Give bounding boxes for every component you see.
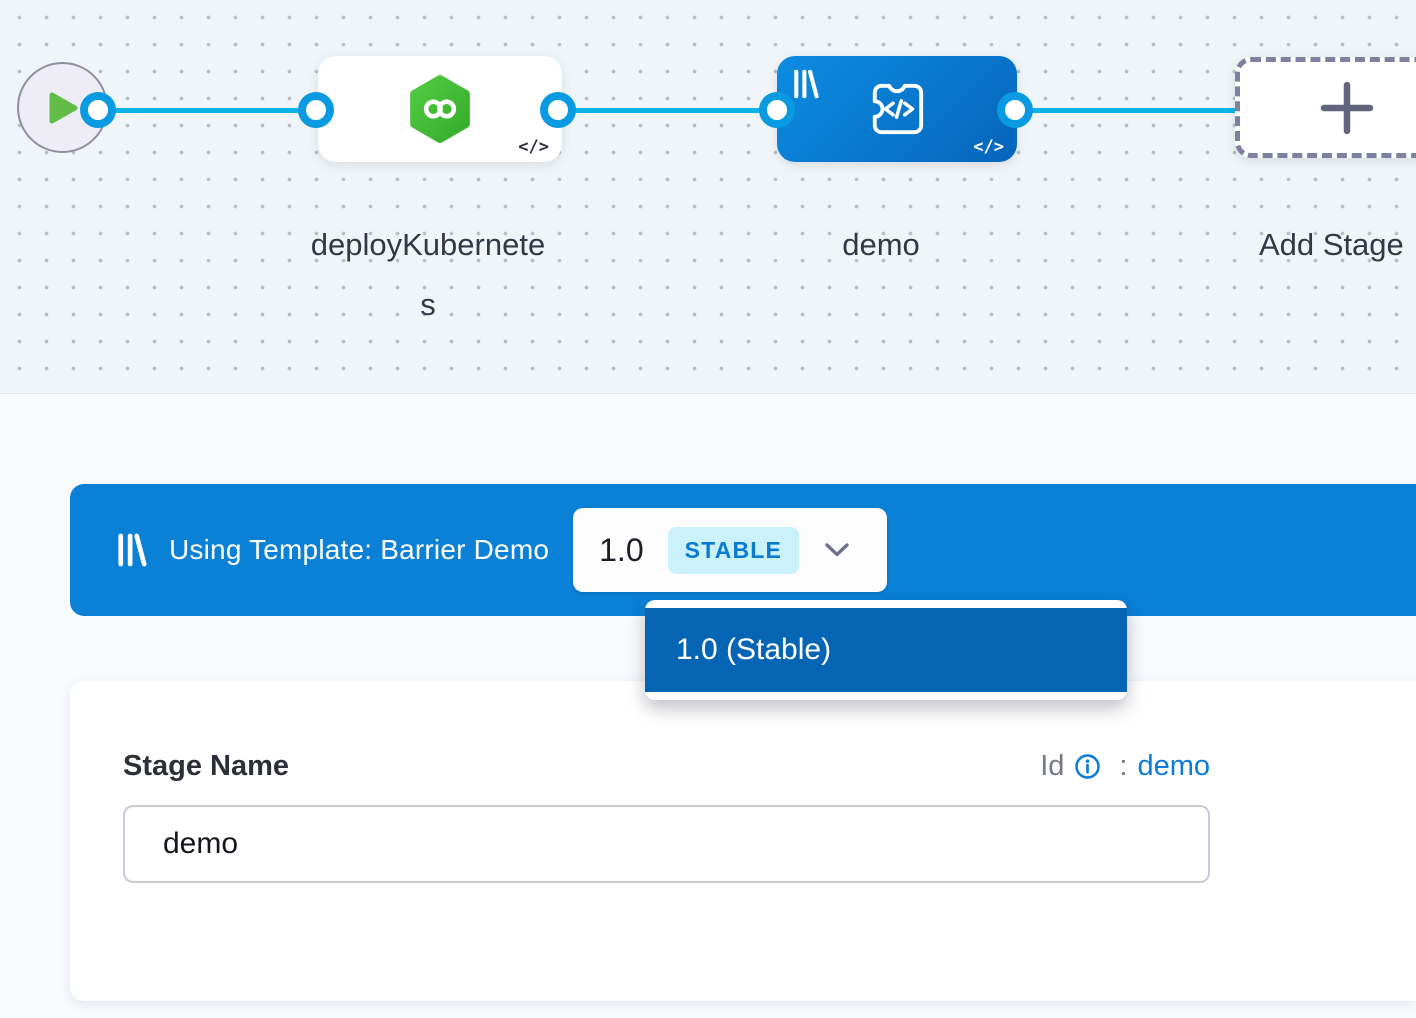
stage-label-deploykubernetes: deployKubernetes [310,227,546,322]
port-demo-out[interactable] [997,92,1033,128]
stage-name-input[interactable] [123,805,1210,883]
stage-node-demo[interactable]: </> [777,56,1017,162]
chevron-down-icon [825,543,849,557]
info-icon[interactable] [1074,753,1101,780]
version-dropdown-menu: 1.0 (Stable) [645,600,1127,700]
stage-label-demo: demo [842,227,920,262]
add-stage-label: Add Stage [1259,227,1404,262]
stage-id-value: demo [1137,750,1210,782]
edge-demo-to-add [1016,108,1237,113]
play-icon [49,92,77,123]
template-library-icon [794,69,819,99]
port-demo-in[interactable] [759,92,795,128]
port-start-out[interactable] [80,92,116,128]
using-template-title: Using Template: Barrier Demo [169,534,550,565]
template-version-select[interactable]: 1.0 STABLE [573,508,888,592]
harness-cd-hexagon-icon [410,75,470,143]
stable-badge: STABLE [667,526,800,574]
stage-id-group: Id : demo [1040,750,1210,783]
plus-icon [1320,81,1374,134]
edge-start-to-deploy [98,108,318,113]
yaml-code-icon[interactable]: </> [973,137,1004,157]
id-separator: : [1119,750,1128,782]
using-template-bar: Using Template: Barrier Demo 1.0 STABLE [70,484,1416,616]
port-deploy-out[interactable] [540,92,576,128]
yaml-code-icon[interactable]: </> [518,137,549,157]
template-version-value: 1.0 [599,531,644,568]
stage-node-deploykubernetes[interactable]: </> [318,56,562,162]
custom-stage-icon [872,83,924,135]
version-dropdown-item[interactable]: 1.0 (Stable) [645,608,1127,692]
id-label: Id [1040,750,1065,782]
stage-name-label: Stage Name [123,750,290,782]
edge-deploy-to-demo [560,108,777,113]
pipeline-canvas[interactable]: </> </> [0,0,1416,394]
stage-overview-card: Stage Name Id : demo [70,681,1416,1001]
template-library-icon [118,533,147,567]
port-deploy-in[interactable] [298,92,334,128]
add-stage-node[interactable] [1235,57,1416,158]
